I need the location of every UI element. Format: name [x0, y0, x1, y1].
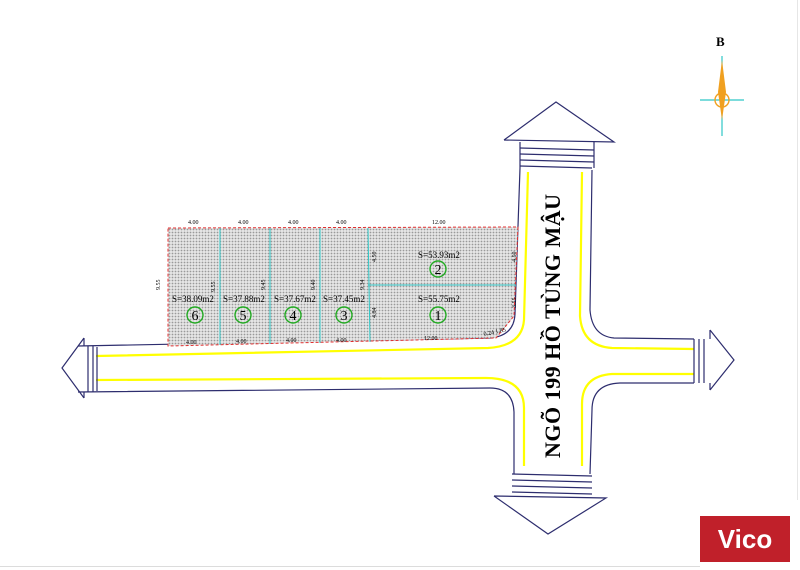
dim-lot1-left: 4.84 [372, 308, 378, 319]
bottom-dimensions: 4.00 4.00 4.00 4.00 12.00 0.24 1.85 [186, 327, 506, 346]
north-arrow [503, 101, 616, 169]
dim-top-lot5: 4.00 [238, 220, 249, 226]
lot-3-area: S=37.45m2 [323, 294, 365, 304]
dim-lot2-right: 4.50 [512, 252, 518, 263]
lot-boundary [167, 226, 519, 347]
dim-depth-lot5: 9.45 [261, 280, 267, 291]
lot-3-number-circle [335, 306, 353, 324]
lot-2-area: S=53.93m2 [418, 250, 460, 260]
lot-6-number: 6 [192, 309, 199, 324]
lot-1-number: 1 [435, 309, 442, 324]
lot-numbers: 2 1 3 4 5 6 [186, 260, 447, 324]
dim-bottom-lot5: 4.00 [236, 339, 247, 345]
lot-5-number-circle [234, 306, 252, 324]
road-name-label: NGÕ 199 HỒ TÙNG MẬU [540, 193, 565, 458]
dim-bottom-lot3: 4.00 [336, 338, 347, 344]
dim-depth-lot6: 9.55 [211, 282, 217, 293]
compass-needle-icon [718, 60, 726, 120]
lot-1-area: S=55.75m2 [418, 294, 460, 304]
lot-6-number-circle [186, 306, 204, 324]
depth-dimensions: 9.55 9.55 9.45 9.40 9.34 4.50 4.50 4.84 … [156, 252, 518, 319]
lots-block [167, 226, 519, 347]
lot-2-number: 2 [435, 263, 442, 278]
compass-ring-icon [714, 92, 730, 108]
dim-top-lot4: 4.00 [288, 220, 299, 226]
lot-2-number-circle [429, 260, 447, 278]
dim-bottom-lot6: 4.00 [186, 340, 197, 346]
lot-4-number: 4 [290, 309, 297, 324]
lot-5-number: 5 [240, 309, 247, 324]
road-centerline [95, 171, 530, 358]
south-arrow [493, 473, 609, 535]
east-arrow [693, 329, 735, 391]
north-label: B [716, 34, 725, 49]
north-compass: B [700, 34, 744, 136]
dim-bottom-lot4: 4.00 [286, 338, 297, 344]
lot-6-area: S=38.09m2 [172, 294, 214, 304]
lot-dividers [219, 227, 516, 345]
lot-4-area: S=37.67m2 [274, 294, 316, 304]
page-edge-rule [797, 0, 798, 500]
dim-bottom-lot1: 12.00 [424, 336, 438, 342]
road-network [61, 101, 735, 535]
dim-depth-lot3: 9.34 [360, 280, 366, 291]
lot-4-number-circle [284, 306, 302, 324]
dim-top-lot6: 4.00 [188, 220, 199, 226]
vico-logo: Vico [700, 516, 790, 562]
lot-3-number: 3 [341, 309, 348, 324]
page-bottom-rule [0, 566, 700, 567]
lot-1-number-circle [429, 306, 447, 324]
lot-5-area: S=37.88m2 [223, 294, 265, 304]
west-arrow [61, 337, 98, 399]
dim-lot2-left: 4.50 [372, 252, 378, 263]
dim-top-lot12: 12.00 [432, 220, 446, 226]
top-dimensions: 4.00 4.00 4.00 4.00 12.00 [188, 220, 446, 226]
dim-top-lot3: 4.00 [336, 220, 347, 226]
dim-corner: 0.24 1.85 [483, 327, 506, 338]
lot-area-labels: S=53.93m2 S=55.75m2 S=37.45m2 S=37.67m2 … [172, 250, 460, 304]
dim-depth-lot6-outer: 9.55 [156, 280, 162, 291]
dim-depth-lot4: 9.40 [311, 280, 317, 291]
dim-lot1-right: 3.55 [512, 298, 518, 309]
